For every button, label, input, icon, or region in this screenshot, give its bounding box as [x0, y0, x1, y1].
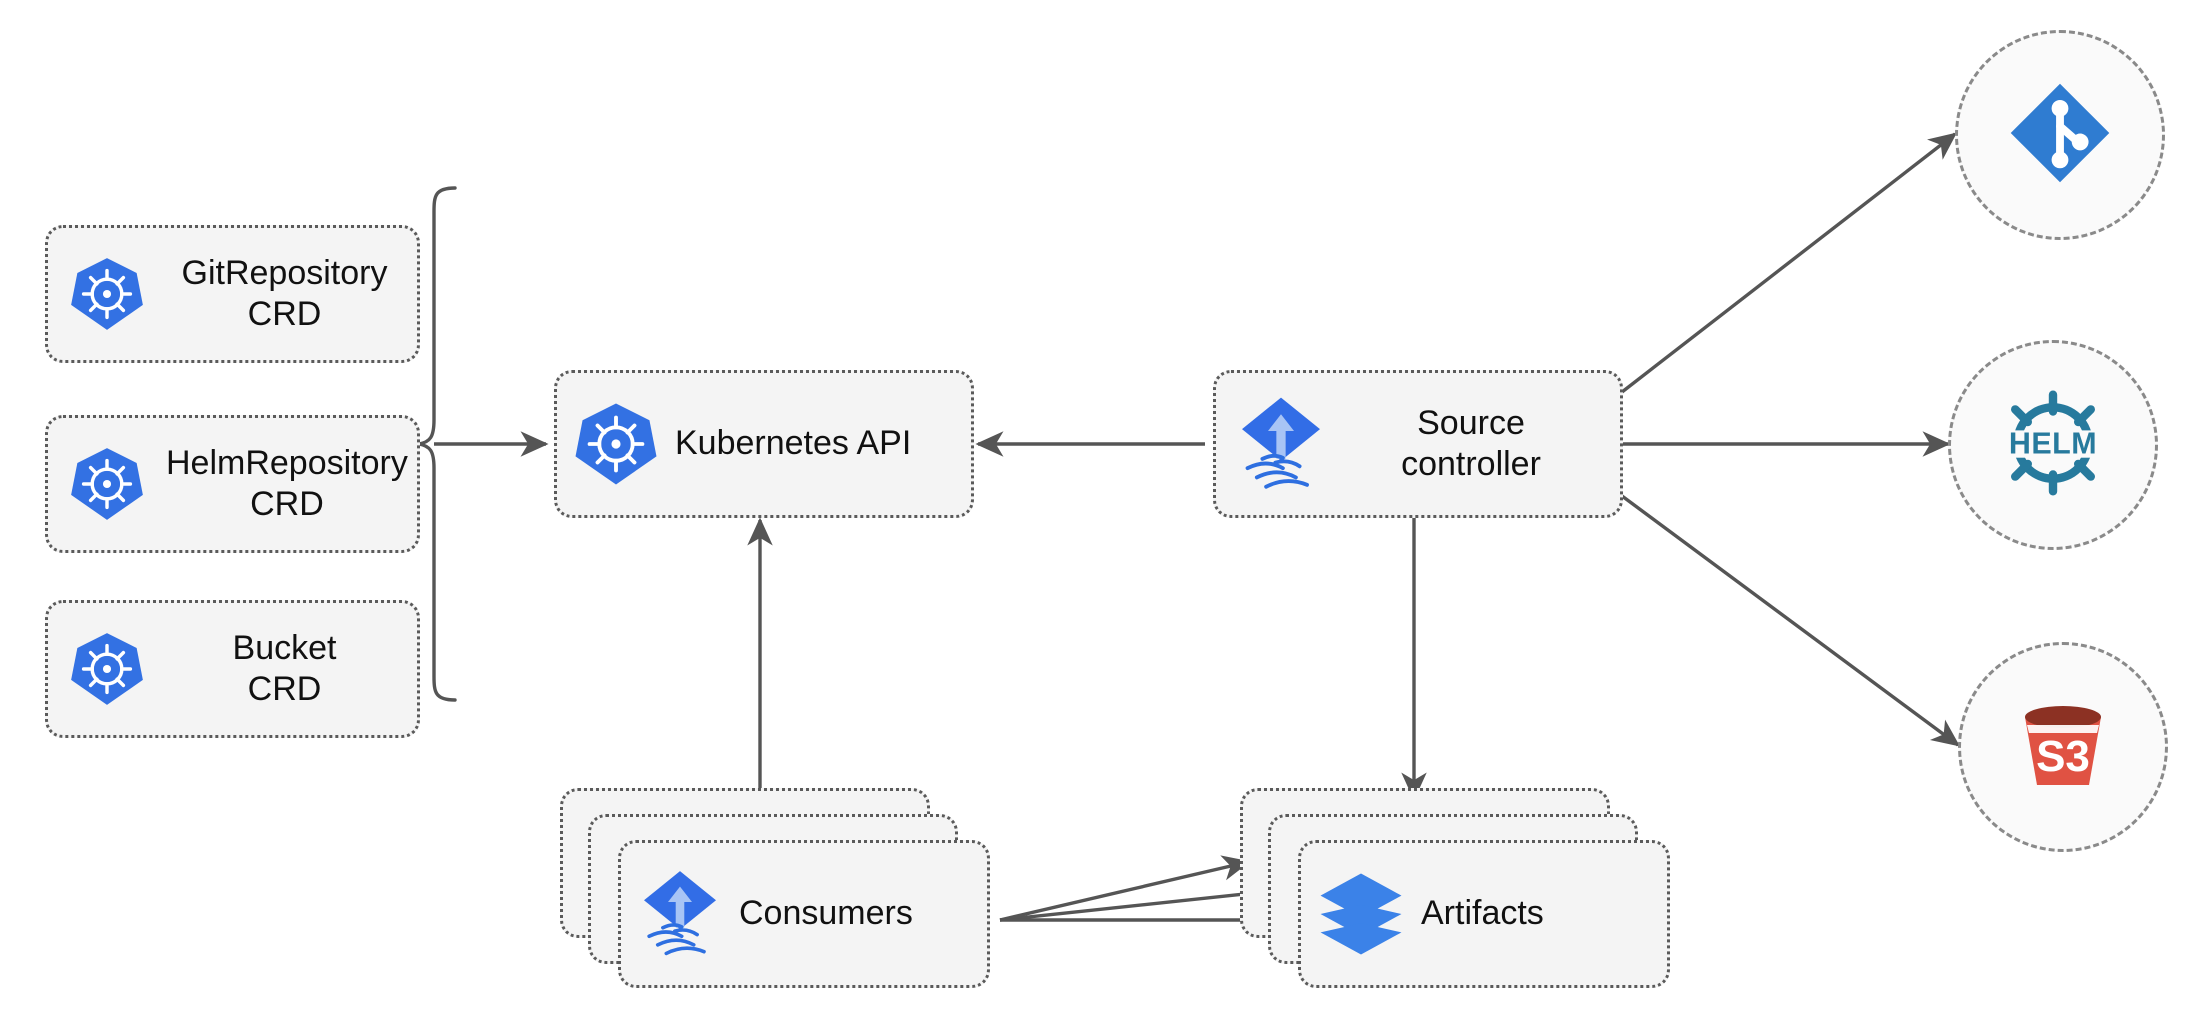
crd-group-brace: [418, 186, 457, 702]
node-label: Consumers: [739, 894, 913, 933]
consumers-stack-card-front[interactable]: Consumers: [618, 840, 990, 988]
artifacts-stack-card-front[interactable]: Artifacts: [1298, 840, 1670, 988]
flux-icon: [1216, 392, 1346, 496]
layers-icon: [1301, 868, 1421, 960]
edge-source-controller-to-s3: [1620, 494, 1961, 747]
crd-box-helmrepository[interactable]: HelmRepository CRD: [45, 415, 420, 553]
s3-bucket-icon: S3: [2003, 685, 2123, 810]
edge-source-controller-to-git: [1620, 132, 1958, 394]
node-label: Source controller: [1401, 403, 1541, 483]
node-label: Kubernetes API: [675, 424, 912, 463]
target-circle-s3[interactable]: S3: [1958, 642, 2168, 852]
flux-icon: [621, 866, 739, 962]
node-label: Artifacts: [1421, 894, 1544, 933]
node-source-controller[interactable]: Source controller: [1213, 370, 1623, 518]
kubernetes-icon: [48, 255, 166, 333]
node-consumers[interactable]: Consumers: [560, 788, 990, 988]
svg-text:S3: S3: [2036, 732, 2090, 781]
kubernetes-icon: [557, 400, 675, 488]
node-artifacts[interactable]: Artifacts: [1240, 788, 1670, 988]
target-circle-git[interactable]: [1955, 30, 2165, 240]
target-circle-helm[interactable]: HELM: [1948, 340, 2158, 550]
node-kubernetes-api[interactable]: Kubernetes API: [554, 370, 974, 518]
git-icon: [2004, 77, 2116, 194]
kubernetes-icon: [48, 445, 166, 523]
kubernetes-icon: [48, 630, 166, 708]
helm-icon: HELM: [1990, 380, 2116, 511]
crd-label: Bucket CRD: [232, 628, 337, 708]
crd-label: GitRepository CRD: [181, 253, 388, 333]
crd-box-gitrepository[interactable]: GitRepository CRD: [45, 225, 420, 363]
edge-consumers-to-artifact-1: [999, 855, 1251, 922]
crd-box-bucket[interactable]: Bucket CRD: [45, 600, 420, 738]
crd-label: HelmRepository CRD: [166, 443, 408, 523]
svg-text:HELM: HELM: [2009, 426, 2097, 460]
